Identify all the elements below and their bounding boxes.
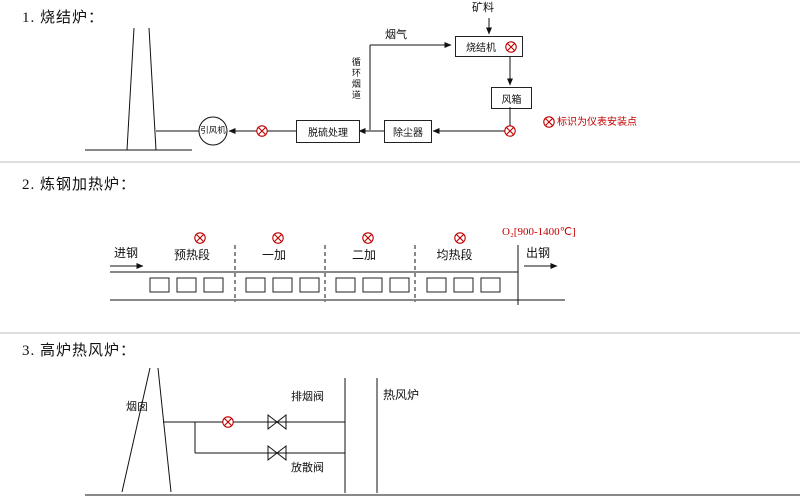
release-valve-icon <box>267 444 287 462</box>
wind-box: 风箱 <box>491 87 532 109</box>
instrument-legend-text: 标识为仪表安装点 <box>557 117 637 128</box>
billet-box <box>272 277 293 293</box>
billet-box <box>389 277 410 293</box>
wind-box-label: 风箱 <box>501 94 522 106</box>
billet-box <box>176 277 197 293</box>
billet-box <box>362 277 383 293</box>
billet-box <box>426 277 447 293</box>
chimney-left <box>121 367 151 493</box>
chimney-right <box>157 367 172 493</box>
hot-blast-stove-label: 热风炉 <box>383 388 420 402</box>
steel-out-label: 出钢 <box>526 246 551 260</box>
section3-title: 3. 高炉热风炉： <box>22 343 137 359</box>
section1-title: 1. 烧结炉： <box>22 10 105 26</box>
sintering-flowsheet <box>85 18 513 151</box>
section2-title: 2. 炼钢加热炉： <box>22 177 137 193</box>
smoke-valve-label: 排烟阀 <box>291 391 324 403</box>
second-heating-zone-label: 二加 <box>351 248 376 262</box>
release-valve-label: 放散阀 <box>291 462 324 474</box>
desulfurization-box: 脱硫处理 <box>296 120 360 143</box>
smoke-valve-icon <box>267 413 287 431</box>
ore-label: 矿料 <box>472 2 494 14</box>
billet-box <box>299 277 320 293</box>
chimney-label: 烟囱 <box>126 401 148 413</box>
billet-box <box>149 277 170 293</box>
billet-box <box>480 277 501 293</box>
stack-chimney-left <box>126 27 135 151</box>
sinter-machine-box: 烧结机 <box>455 36 523 57</box>
first-heating-zone-label: 一加 <box>261 248 286 262</box>
billet-box <box>453 277 474 293</box>
billet-box <box>203 277 224 293</box>
induced-fan-label: 引风机 <box>200 125 226 135</box>
flue-gas-label: 烟气 <box>385 29 407 41</box>
billet-box <box>335 277 356 293</box>
hot-blast-stove-linework <box>85 367 800 496</box>
soaking-zone-label: 均热段 <box>436 248 473 262</box>
dust-collector-label: 除尘器 <box>393 128 423 139</box>
reheat-furnace-outline <box>110 245 565 305</box>
billet-row <box>149 277 501 293</box>
stack-chimney-right <box>148 27 157 151</box>
preheat-zone-label: 预热段 <box>173 248 210 262</box>
desulfurization-label: 脱硫处理 <box>308 128 348 139</box>
dust-collector-box: 除尘器 <box>384 120 432 143</box>
oxygen-temperature-note: O₂[900-1400℃] <box>502 226 576 238</box>
recirculation-flue-label: 循环烟道 <box>350 57 361 101</box>
billet-box <box>245 277 266 293</box>
steel-in-label: 进钢 <box>114 246 139 260</box>
sinter-machine-label: 烧结机 <box>466 43 496 54</box>
